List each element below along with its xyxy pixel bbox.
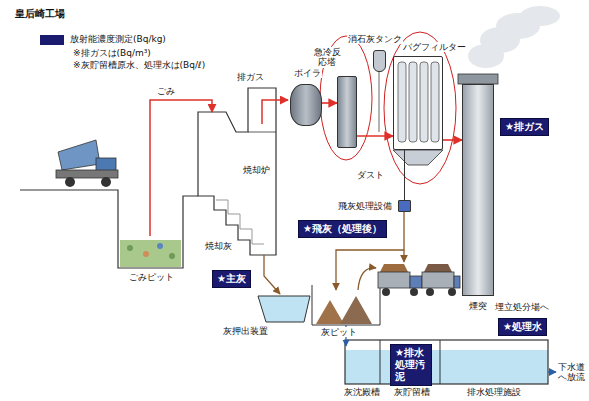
flow-connector — [357, 135, 393, 137]
ash-pit — [312, 285, 380, 325]
drainage-tank — [345, 340, 548, 384]
flow-connector — [443, 139, 462, 141]
ash-flow-arrow — [264, 255, 280, 294]
equipment-label: 急冷反応塔 — [312, 47, 342, 68]
ash-load-flow — [358, 268, 376, 290]
garbage-flow-arrow — [150, 100, 212, 236]
measurement-point: ★処理水 — [498, 318, 547, 336]
destination-label: 下水道へ放流 — [557, 362, 587, 383]
garbage-pit — [20, 190, 198, 268]
legend-swatch — [40, 35, 64, 45]
tank-label: 排水処理施設 — [466, 387, 522, 397]
flow-connector — [404, 150, 405, 200]
measurement-point: ★排水処理汚泥 — [390, 344, 432, 386]
page-title: 皇后崎工場 — [14, 8, 66, 20]
exhaust-flow-arrow — [262, 100, 288, 124]
equipment-label: 飛灰処理設備 — [337, 201, 393, 211]
tank-label: 灰貯留槽 — [393, 387, 431, 397]
legend-note: ※排ガスは(Bq/m³) — [72, 48, 152, 58]
equipment-label: 煙突 — [468, 301, 488, 311]
measurement-point: ★排ガス — [500, 118, 549, 136]
legend-text: 放射能濃度測定(Bq/kg) — [70, 34, 166, 44]
tank-label: 灰沈殿槽 — [343, 387, 381, 397]
measurement-point: ★主灰 — [212, 270, 251, 288]
fly-ash-flow — [403, 250, 404, 262]
measurement-label: ★排ガス — [505, 121, 544, 132]
equipment-label: 消石灰タンク — [347, 34, 403, 44]
destination-label: 埋立処分場へ — [494, 302, 550, 312]
bag-filter: バグフィルター — [393, 56, 443, 150]
measurement-label: ★飛灰（処理後） — [303, 223, 382, 234]
discharge-arrow — [548, 371, 556, 372]
equipment-label: バグフィルター — [402, 42, 467, 52]
measurement-label: ★排水処理汚泥 — [395, 347, 425, 382]
lime-tank: 消石灰タンク — [373, 50, 386, 72]
chimney: 煙突 — [462, 84, 494, 296]
smoke-cloud — [468, 6, 560, 68]
flow-label: 排ガス — [236, 72, 265, 82]
measurement-label: ★処理水 — [503, 321, 542, 332]
highlight-ring — [384, 32, 456, 184]
ash-truck — [422, 264, 460, 296]
equipment-label: 灰押出装置 — [222, 326, 269, 336]
measurement-label: ★主灰 — [217, 273, 246, 284]
equipment-label: ボイラ — [293, 68, 322, 78]
fly-ash-treatment-unit: 飛灰処理設備 — [398, 200, 411, 212]
incinerator — [198, 88, 276, 255]
boiler: ボイラ — [290, 84, 322, 126]
equipment-label: ごみピット — [128, 272, 175, 282]
filter-bags — [398, 62, 439, 142]
legend-note: ※灰貯留槽原水、処理水は(Bq/ℓ) — [72, 60, 206, 70]
flow-label: ごみ — [156, 86, 176, 96]
ash-extruder — [258, 296, 310, 322]
material-label: ダスト — [356, 170, 385, 180]
garbage-truck — [56, 140, 118, 187]
equipment-label: 焼却炉 — [242, 165, 271, 175]
chimney-cap — [458, 74, 498, 84]
quench-reactor: 急冷反応塔 — [337, 76, 357, 148]
measurement-point: ★飛灰（処理後） — [298, 220, 387, 238]
lime-feed-line — [379, 72, 380, 132]
ash-truck — [378, 264, 422, 296]
material-label: 焼却灰 — [204, 241, 233, 251]
legend-row: 放射能濃度測定(Bq/kg) — [40, 34, 166, 45]
equipment-label: 灰ピット — [320, 327, 358, 337]
dust-hopper — [393, 150, 443, 165]
flow-connector — [322, 102, 337, 104]
